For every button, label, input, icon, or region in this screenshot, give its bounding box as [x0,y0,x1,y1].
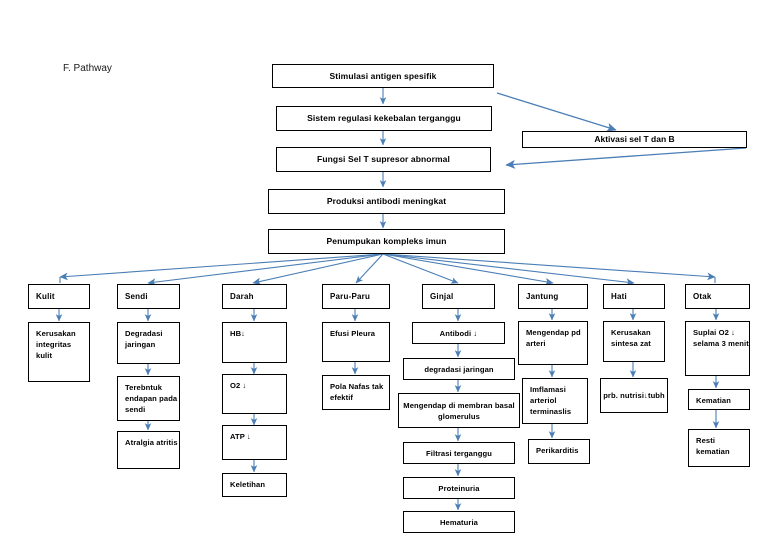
column-header-label: Jantung [526,291,559,301]
node-label: Sistem regulasi kekebalan terganggu [307,113,461,124]
node-resti-kematian[interactable]: Resti kematian [688,429,750,467]
node-proteinuria[interactable]: Proteinuria [403,477,515,499]
column-header-otak[interactable]: Otak [685,284,750,309]
column-header-label: Kulit [36,291,55,301]
node-label: ATP ↓ [230,432,251,441]
node-antibodi-turun[interactable]: Antibodi ↓ [412,322,505,344]
node-hematuria[interactable]: Hematuria [403,511,515,533]
column-header-label: Darah [230,291,254,301]
node-keletihan[interactable]: Keletihan [222,473,287,497]
node-label: Kematian [696,396,731,405]
column-header-jantung[interactable]: Jantung [518,284,588,309]
node-perikarditis[interactable]: Perikarditis [528,439,590,464]
node-degradasi-jaringan-sendi[interactable]: Degradasi jaringan [117,322,180,364]
node-label: Kerusakan sintesa zat [611,328,651,348]
node-label: Stimulasi antigen spesifik [329,70,437,81]
node-kerusakan-integritas-kulit[interactable]: Kerusakan integritas kulit [28,322,90,382]
node-terebntuk-endapan-pada-sendi[interactable]: Terebntuk endapan pada sendi [117,376,180,421]
column-header-kulit[interactable]: Kulit [28,284,90,309]
node-label: Produksi antibodi meningkat [326,196,447,207]
node-label: Penumpukan kompleks imun [326,236,447,247]
column-header-darah[interactable]: Darah [222,284,287,309]
node-label: O2 ↓ [230,381,247,390]
column-header-label: Otak [693,291,712,301]
column-header-label: Paru-Paru [330,291,371,301]
column-header-hati[interactable]: Hati [603,284,665,309]
node-label: Mengendap di membran basal glomerulus [403,400,515,421]
node-o2-turun[interactable]: O2 ↓ [222,374,287,414]
node-label: Pola Nafas tak efektif [330,382,384,402]
node-penumpukan-kompleks-imun[interactable]: Penumpukan kompleks imun [268,229,505,254]
node-aktivasi-sel-t-dan-b[interactable]: Aktivasi sel T dan B [522,131,747,148]
column-header-label: Ginjal [430,291,454,301]
node-label: Keletihan [230,480,266,489]
node-prb-nutrisi-turun-tubh[interactable]: prb. nutrisi↓tubh [600,378,668,413]
node-label: Degradasi jaringan [125,329,163,349]
node-label: Atralgia atritis [125,438,178,447]
node-label: Antibodi ↓ [439,328,478,338]
column-header-sendi[interactable]: Sendi [117,284,180,309]
node-label: Imflamasi arteriol terminaslis [530,385,572,416]
node-label: Kerusakan integritas kulit [36,329,76,360]
column-header-ginjal[interactable]: Ginjal [422,284,495,309]
node-imflamasi-arteriol-terminaslis[interactable]: Imflamasi arteriol terminaslis [522,378,588,424]
node-kerusakan-sintesa-zat[interactable]: Kerusakan sintesa zat [603,321,665,362]
node-fungsi-sel-t-supresor-abnormal[interactable]: Fungsi Sel T supresor abnormal [276,147,491,172]
node-label: Mengendap pd arteri [526,328,581,348]
node-efusi-pleura[interactable]: Efusi Pleura [322,322,390,362]
node-degradasi-jaringan-ginjal[interactable]: degradasi jaringan [403,358,515,380]
node-label: Efusi Pleura [330,329,376,338]
node-stimulasi-antigen-spesifik[interactable]: Stimulasi antigen spesifik [272,64,494,88]
node-label: Perikarditis [536,446,579,455]
node-label: Suplai O2 ↓ selama 3 menit [693,328,749,348]
node-label: Filtrasi terganggu [426,448,492,458]
node-mengendap-pd-arteri[interactable]: Mengendap pd arteri [518,321,588,365]
node-kematian[interactable]: Kematian [688,389,750,410]
column-header-label: Hati [611,291,627,301]
node-label: Terebntuk endapan pada sendi [125,383,178,414]
node-label: Fungsi Sel T supresor abnormal [317,154,450,165]
node-sistem-regulasi-kekebalan-terganggu[interactable]: Sistem regulasi kekebalan terganggu [276,106,492,131]
column-header-paru-paru[interactable]: Paru-Paru [322,284,390,309]
node-filtrasi-terganggu[interactable]: Filtrasi terganggu [403,442,515,464]
node-label: degradasi jaringan [424,364,494,374]
page-title: F. Pathway [63,63,112,74]
node-suplai-o2-turun-selama-3-menit[interactable]: Suplai O2 ↓ selama 3 menit [685,321,750,376]
node-hb-turun[interactable]: HB↓ [222,322,287,363]
node-pola-nafas-tak-efektif[interactable]: Pola Nafas tak efektif [322,375,390,410]
node-atralgia-atritis[interactable]: Atralgia atritis [117,431,180,469]
node-mengendap-di-membran-basal-glomerulus[interactable]: Mengendap di membran basal glomerulus [398,393,520,428]
node-produksi-antibodi-meningkat[interactable]: Produksi antibodi meningkat [268,189,505,214]
node-label: Hematuria [439,517,479,527]
node-label: Proteinuria [438,483,480,493]
column-header-label: Sendi [125,291,148,301]
node-atp-turun[interactable]: ATP ↓ [222,425,287,460]
node-label: Aktivasi sel T dan B [594,134,675,145]
node-label: Resti kematian [696,436,730,456]
node-label: HB↓ [230,329,246,338]
node-label: prb. nutrisi↓tubh [603,391,665,400]
